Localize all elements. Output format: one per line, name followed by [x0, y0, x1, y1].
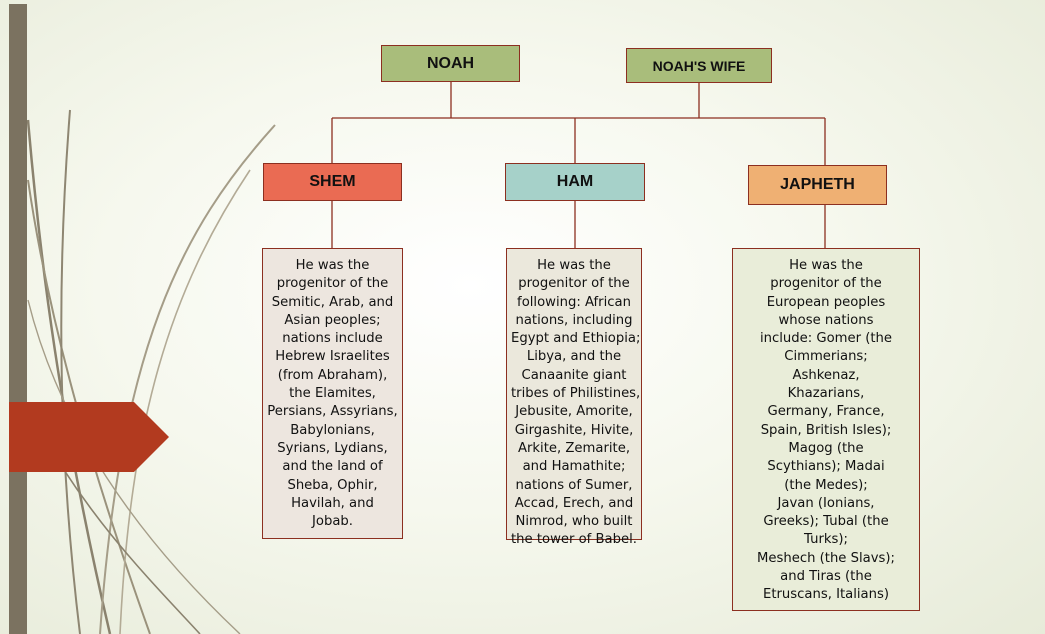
japheth-label: JAPHETH: [780, 176, 855, 193]
description-line: Turks);: [804, 532, 848, 548]
shem-box: SHEM: [263, 163, 402, 201]
description-line: progenitor of the: [276, 276, 389, 292]
description-line: tribes of Philistines,: [511, 386, 641, 402]
description-line: Meshech (the Slavs);: [757, 550, 895, 566]
description-line: Jebusite, Amorite,: [515, 404, 633, 420]
description-line: nations include: [282, 331, 383, 347]
description-line: Asian peoples;: [284, 312, 381, 328]
ham-label: HAM: [556, 173, 594, 190]
description-line: whose nations: [778, 312, 874, 328]
noah-box: NOAH: [381, 45, 520, 82]
noah-label: NOAH: [426, 54, 475, 72]
description-line: Syrians, Lydians,: [277, 440, 388, 456]
description-line: Nimrod, who built: [515, 514, 633, 530]
description-line: Sheba, Ophir,: [287, 477, 378, 493]
description-line: Cimmerians;: [784, 349, 868, 365]
description-line: (the Medes);: [784, 477, 868, 493]
description-line: Khazarians,: [787, 386, 865, 402]
description-line: include: Gomer (the: [759, 331, 893, 347]
description-line: Girgashite, Hivite,: [514, 422, 634, 438]
ham-box: HAM: [505, 163, 645, 201]
ham-description: He was the progenitor of the following: Af…: [506, 248, 642, 547]
description-line: Scythians); Madai: [767, 459, 885, 475]
description-line: Javan (Ionians,: [777, 495, 875, 511]
description-line: Persians, Assyrians,: [267, 404, 398, 420]
description-line: Canaanite giant: [521, 367, 627, 383]
description-line: Accad, Erech, and: [514, 495, 634, 511]
description-line: Greeks); Tubal (the: [763, 514, 889, 530]
noahs-wife-label: NOAH'S WIFE: [652, 57, 746, 74]
description-line: the Elamites,: [289, 386, 376, 402]
shem-label: SHEM: [309, 173, 356, 190]
description-line: Germany, France,: [767, 404, 885, 420]
japheth-box: JAPHETH: [748, 165, 887, 205]
description-line: Babylonians,: [290, 422, 375, 438]
description-line: and the land of: [282, 459, 383, 475]
description-line: Spain, British Isles);: [760, 422, 892, 438]
description-line: and Hamathite;: [522, 459, 626, 475]
description-line: nations, including: [515, 312, 633, 328]
description-line: Libya, and the: [526, 349, 622, 365]
description-line: Egypt and Ethiopia;: [511, 331, 641, 347]
description-line: (from Abraham),: [277, 367, 388, 383]
description-line: Semitic, Arab, and: [271, 294, 394, 310]
description-line: the tower of Babel.: [511, 532, 637, 548]
description-line: Arkite, Zemarite,: [517, 440, 631, 456]
description-line: Jobab.: [312, 514, 353, 530]
noahs-wife-box: NOAH'S WIFE: [626, 48, 772, 83]
description-line: Havilah, and: [291, 495, 374, 511]
description-line: Magog (the: [788, 440, 864, 456]
description-line: and Tiras (the: [780, 569, 872, 585]
pentagon-arrow-shape: [9, 402, 169, 472]
left-accent-bar: [9, 4, 27, 634]
description-line: Etruscans, Italians): [762, 587, 890, 603]
description-line: European peoples: [766, 294, 886, 310]
description-line: Ashkenaz,: [792, 367, 860, 383]
description-line: He was the: [789, 258, 863, 273]
description-line: following: African: [517, 294, 631, 310]
description-line: He was the: [295, 258, 370, 273]
description-line: progenitor of the: [518, 276, 630, 292]
description-line: progenitor of the: [770, 276, 882, 292]
description-line: He was the: [537, 258, 611, 273]
description-line: Hebrew Israelites: [275, 349, 390, 365]
description-line: nations of Sumer,: [515, 477, 633, 493]
